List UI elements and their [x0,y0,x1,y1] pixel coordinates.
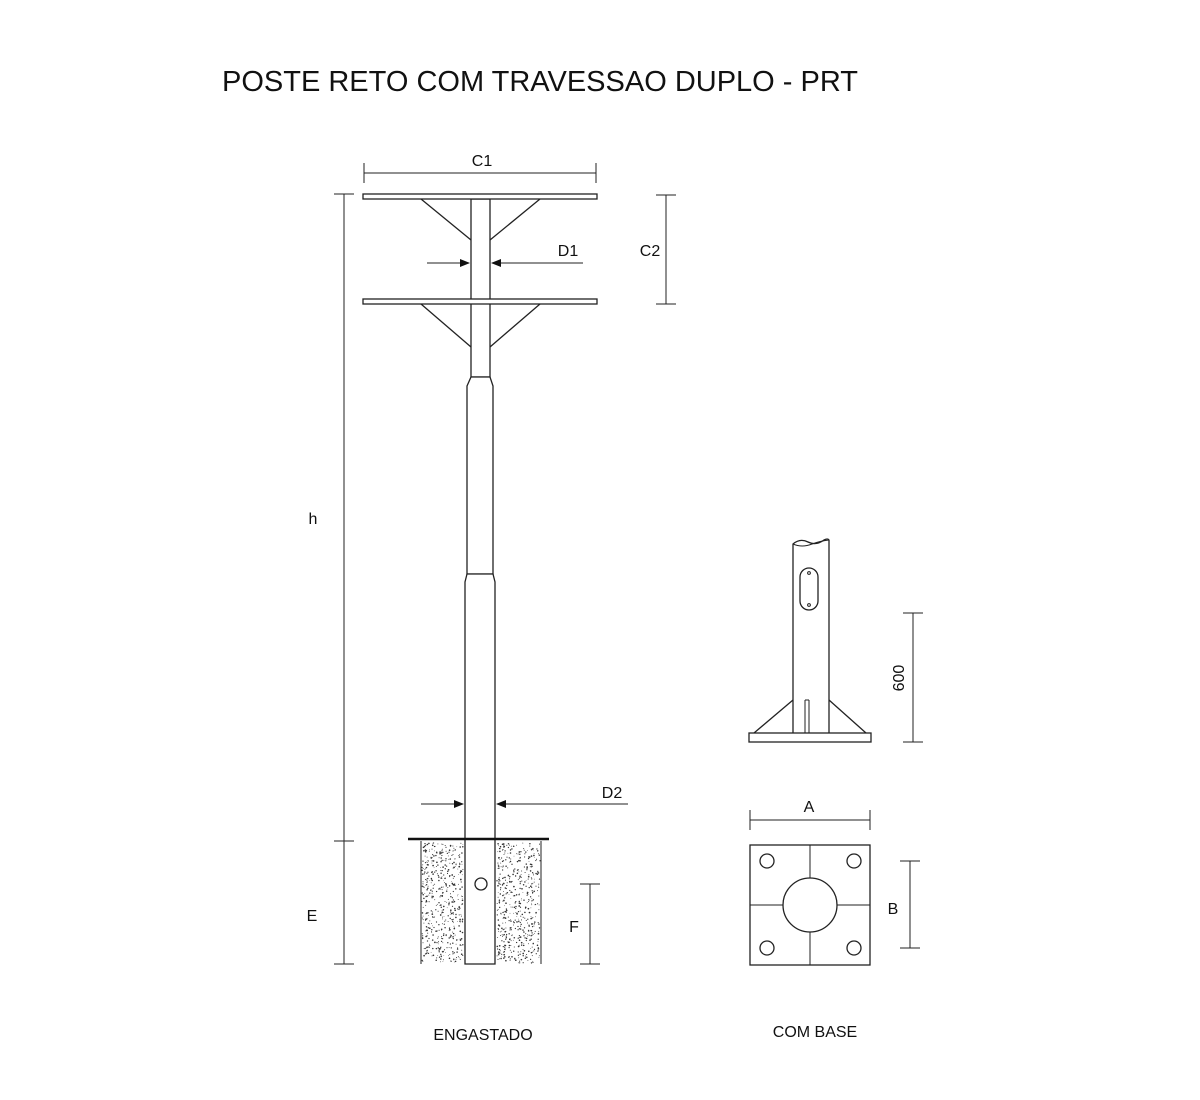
upper-crossarm [362,193,598,241]
label-d2: D2 [602,785,623,802]
dim-a: A [749,799,871,830]
label-h: h [309,511,318,528]
label-f: F [569,919,579,936]
lower-crossarm [362,298,598,348]
drawing-title: POSTE RETO COM TRAVESSAO DUPLO - PRT [222,66,858,98]
bolt-hole [759,853,775,869]
dim-c2: C2 [640,194,676,305]
label-e: E [307,908,318,925]
dim-f: F [569,883,600,965]
inspection-window [799,567,819,611]
caption-engastado: ENGASTADO [433,1027,532,1044]
engastado-view: C1 C2 D1 D2 h E [307,153,676,1044]
base-plan [749,844,871,966]
dim-h-e: h E [307,193,354,965]
com-base-view: 600 A B COM BASE [748,538,923,1041]
central-opening [782,877,838,933]
label-c2: C2 [640,243,661,260]
caption-com-base: COM BASE [773,1024,857,1041]
dim-c1: C1 [363,153,597,183]
pole-hole [474,877,488,891]
label-a: A [804,799,815,816]
base-elevation [748,538,872,743]
label-b: B [888,901,899,918]
label-d1: D1 [558,243,579,260]
dim-d2: D2 [421,785,628,808]
bolt-hole [846,853,862,869]
dim-600: 600 [891,612,923,743]
dim-d1: D1 [427,243,583,267]
pole-shaft [464,198,496,965]
bolt-hole [759,940,775,956]
soil-stipple [421,842,541,964]
bolt-hole [846,940,862,956]
dim-b: B [888,860,920,949]
label-600: 600 [891,665,908,692]
label-c1: C1 [472,153,493,170]
